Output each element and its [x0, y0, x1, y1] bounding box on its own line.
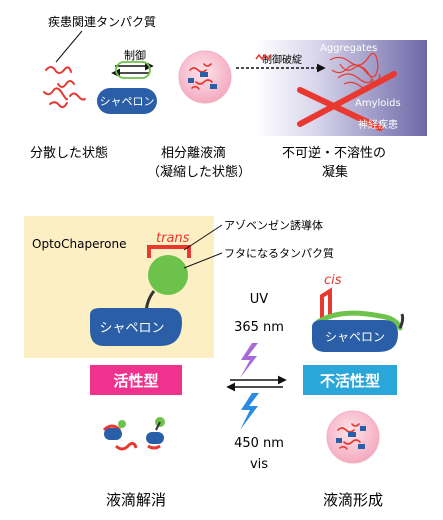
chaperone-right-label: シャペロン: [325, 330, 385, 344]
protein-squiggle: [69, 92, 86, 101]
state2-line2: （凝縮した状態）: [147, 164, 251, 180]
chaperone-label-top: シャペロン: [100, 95, 155, 108]
trans-label: trans: [156, 231, 190, 246]
inactive-label: 不活性型: [320, 372, 380, 390]
vis-lightning-icon: [240, 393, 259, 430]
uv-lightning-icon: [240, 343, 258, 378]
trans-bracket: [147, 245, 191, 258]
state3-line1: 不可逆・不溶性の: [282, 145, 386, 161]
equilibrium-arrows-bottom: [226, 375, 287, 392]
lid-pointer-line: [183, 252, 223, 269]
result-left: 液滴解消: [106, 491, 166, 509]
opto-title: OptoChaperone: [32, 237, 126, 251]
control-ring: [115, 61, 151, 79]
protein-squiggle: [45, 66, 72, 74]
chaperone-pill-top: [97, 88, 157, 114]
amyloids-label: Amyloids: [355, 98, 401, 109]
aggregate-tangle: [329, 52, 381, 89]
state2-line1: 相分離液滴: [161, 145, 226, 161]
cis-bracket: [320, 287, 332, 318]
vis-label: vis: [250, 457, 268, 472]
droplet-top: [178, 50, 232, 104]
chaperone-right: [312, 320, 398, 352]
azo-label: アゾベンゼン誘導体: [224, 218, 323, 232]
amyloid-fibers: [297, 71, 397, 131]
lid-protein: [148, 255, 188, 295]
chaperone-left-label: シャペロン: [99, 321, 164, 336]
aggregates-label: Aggregates: [320, 43, 377, 54]
zigzag-icon: [255, 53, 272, 61]
active-label: 活性型: [113, 372, 158, 390]
dissolved-complexes: [102, 417, 165, 451]
breakdown-label: 制御破綻: [262, 53, 302, 66]
disease-box: [255, 40, 427, 136]
state1-label: 分散した状態: [30, 145, 108, 161]
equilibrium-arrows-top: [111, 61, 154, 78]
azo-pointer-line: [183, 224, 223, 251]
uv-label: UV: [250, 292, 269, 307]
disease-label: 神経疾患: [358, 118, 398, 131]
state3-line2: 凝集: [322, 164, 348, 180]
protein-label: 疾患関連タンパク質: [48, 14, 156, 29]
inactive-badge: [303, 365, 397, 395]
protein-squiggle: [43, 87, 68, 101]
active-badge: [90, 365, 182, 395]
droplet-bottom: [326, 410, 380, 464]
protein-squiggle: [49, 101, 68, 109]
protein-pointer-line: [55, 30, 83, 63]
result-right: 液滴形成: [323, 491, 383, 509]
dispersed-proteins: [43, 66, 86, 109]
lid-label: フタになるタンパク質: [224, 246, 334, 260]
lid-protein-open: [315, 310, 403, 331]
control-label: 制御: [124, 48, 146, 62]
cis-label: cis: [324, 273, 342, 288]
vis-nm: 450 nm: [234, 436, 284, 451]
linker-chain-right: [398, 313, 405, 329]
protein-squiggle: [57, 80, 75, 88]
uv-nm: 365 nm: [234, 320, 284, 335]
chaperone-left: [90, 308, 182, 346]
